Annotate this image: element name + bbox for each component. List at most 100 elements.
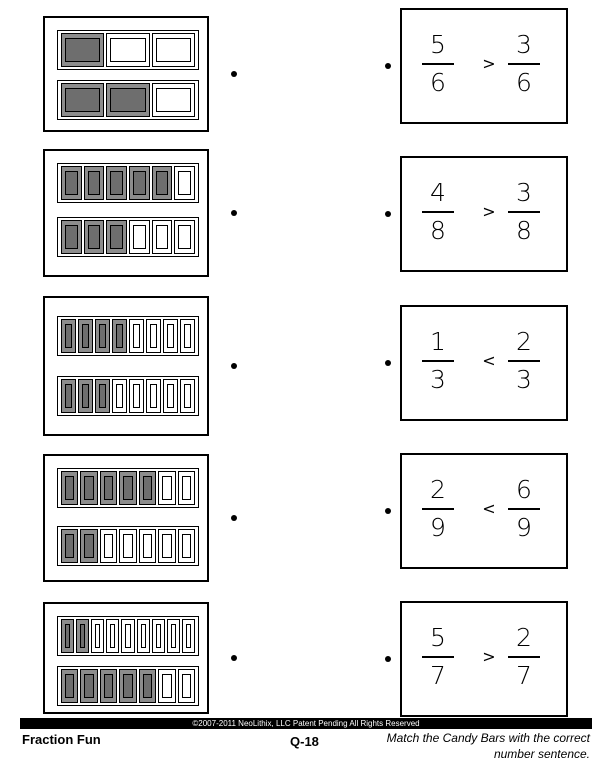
numerator: 1 bbox=[430, 327, 446, 356]
left-match-dot[interactable] bbox=[231, 363, 237, 369]
shaded-piece bbox=[80, 471, 98, 505]
left-match-dot[interactable] bbox=[231, 71, 237, 77]
denominator: 6 bbox=[430, 68, 446, 97]
shaded-piece bbox=[119, 669, 137, 703]
fraction-bar bbox=[422, 508, 454, 510]
unshaded-piece bbox=[166, 619, 180, 653]
shaded-piece bbox=[129, 166, 150, 200]
candy-bar-bottom bbox=[57, 80, 199, 120]
unshaded-piece bbox=[180, 379, 195, 413]
left-match-dot[interactable] bbox=[231, 210, 237, 216]
shaded-piece bbox=[95, 379, 110, 413]
denominator: 7 bbox=[516, 661, 532, 690]
fraction-bar bbox=[508, 360, 540, 362]
shaded-piece bbox=[61, 220, 82, 254]
candy-bar-top bbox=[57, 163, 199, 203]
shaded-piece bbox=[61, 619, 75, 653]
right-match-dot[interactable] bbox=[385, 360, 391, 366]
unshaded-piece bbox=[151, 619, 165, 653]
unshaded-piece bbox=[112, 379, 127, 413]
shaded-piece bbox=[106, 220, 128, 254]
left-match-dot[interactable] bbox=[231, 655, 237, 661]
shaded-piece bbox=[106, 83, 150, 117]
numerator: 2 bbox=[516, 623, 532, 652]
shaded-piece bbox=[61, 471, 79, 505]
shaded-piece bbox=[80, 669, 98, 703]
fraction-bar bbox=[508, 508, 540, 510]
candy-bar-top bbox=[57, 30, 199, 70]
unshaded-piece bbox=[106, 619, 120, 653]
shaded-piece bbox=[61, 669, 79, 703]
shaded-piece bbox=[61, 83, 105, 117]
denominator: 9 bbox=[430, 513, 446, 542]
right-match-dot[interactable] bbox=[385, 508, 391, 514]
shaded-piece bbox=[80, 529, 98, 563]
shaded-piece bbox=[61, 379, 76, 413]
comparison-symbol: < bbox=[482, 351, 496, 370]
candy-bar-card-1 bbox=[43, 16, 209, 132]
shaded-piece bbox=[138, 669, 157, 703]
unshaded-piece bbox=[129, 319, 144, 353]
numerator: 2 bbox=[516, 327, 532, 356]
shaded-piece bbox=[106, 166, 128, 200]
comparison-symbol: > bbox=[482, 202, 496, 221]
unshaded-piece bbox=[151, 33, 195, 67]
unshaded-piece bbox=[177, 669, 195, 703]
fraction-bar bbox=[422, 63, 454, 65]
shaded-piece bbox=[138, 471, 157, 505]
candy-bar-bottom bbox=[57, 526, 199, 566]
unshaded-piece bbox=[174, 166, 196, 200]
shaded-piece bbox=[61, 33, 105, 67]
numerator: 5 bbox=[430, 623, 446, 652]
candy-bar-card-3 bbox=[43, 296, 209, 436]
fraction-bar bbox=[508, 211, 540, 213]
unshaded-piece bbox=[119, 529, 137, 563]
copyright-band: ©2007-2011 NeoLithix, LLC Patent Pending… bbox=[20, 718, 592, 729]
worksheet-title: Fraction Fun bbox=[22, 732, 101, 747]
right-match-dot[interactable] bbox=[385, 63, 391, 69]
shaded-piece bbox=[78, 379, 93, 413]
shaded-piece bbox=[61, 319, 76, 353]
shaded-piece bbox=[99, 669, 118, 703]
unshaded-piece bbox=[151, 220, 173, 254]
shaded-piece bbox=[95, 319, 110, 353]
fraction-bar bbox=[508, 63, 540, 65]
instruction-line-2: number sentence. bbox=[493, 747, 590, 761]
candy-bar-card-2 bbox=[43, 149, 209, 277]
shaded-piece bbox=[99, 471, 118, 505]
fraction-bar bbox=[422, 656, 454, 658]
unshaded-piece bbox=[138, 529, 157, 563]
page-code: Q-18 bbox=[290, 734, 319, 749]
unshaded-piece bbox=[151, 83, 195, 117]
unshaded-piece bbox=[158, 669, 176, 703]
right-match-dot[interactable] bbox=[385, 656, 391, 662]
comparison-symbol: > bbox=[482, 647, 496, 666]
shaded-piece bbox=[61, 166, 82, 200]
denominator: 3 bbox=[516, 365, 532, 394]
candy-bar-bottom bbox=[57, 217, 199, 257]
unshaded-piece bbox=[146, 379, 161, 413]
left-match-dot[interactable] bbox=[231, 515, 237, 521]
numerator: 6 bbox=[516, 475, 532, 504]
fraction-bar bbox=[422, 211, 454, 213]
unshaded-piece bbox=[136, 619, 150, 653]
right-match-dot[interactable] bbox=[385, 211, 391, 217]
candy-bar-card-4 bbox=[43, 454, 209, 582]
unshaded-piece bbox=[174, 220, 196, 254]
denominator: 8 bbox=[516, 216, 532, 245]
shaded-piece bbox=[119, 471, 137, 505]
candy-bar-top bbox=[57, 316, 199, 356]
candy-bar-bottom bbox=[57, 666, 199, 706]
numerator: 5 bbox=[430, 30, 446, 59]
unshaded-piece bbox=[91, 619, 105, 653]
instructions: Match the Candy Bars with the correct nu… bbox=[350, 730, 590, 762]
unshaded-piece bbox=[181, 619, 195, 653]
